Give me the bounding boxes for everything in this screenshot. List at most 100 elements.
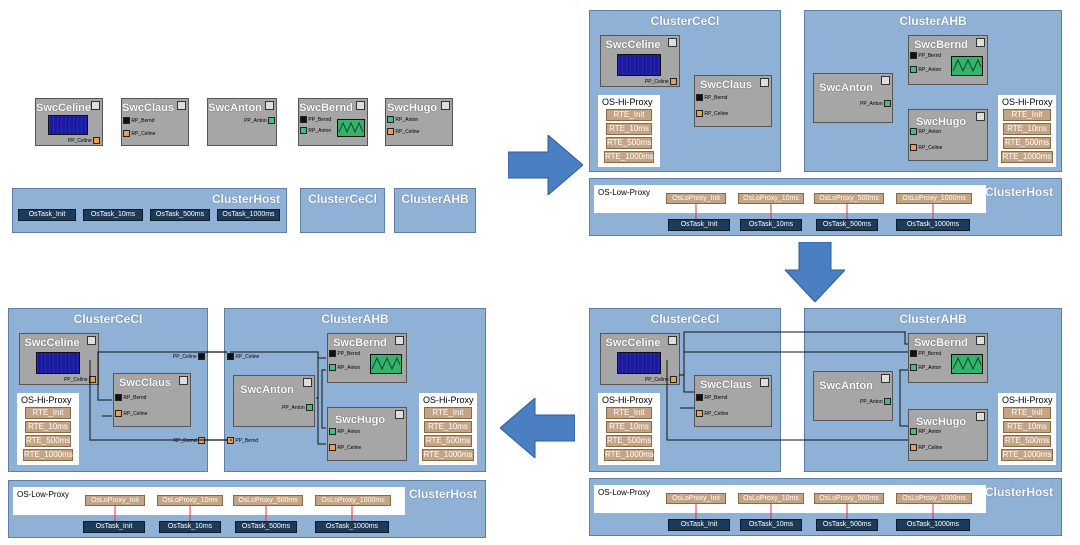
port-label: RP_Celine — [704, 410, 729, 417]
swc-bernd-title: SwcBernd — [914, 337, 968, 349]
swc-claus-title: SwcClaus — [700, 79, 752, 91]
rte-500ms: RTE_500ms — [25, 435, 71, 447]
swc-anton-box[interactable]: SwcAnton PP_Anton — [813, 73, 893, 123]
port-label: PP_Bernd — [337, 350, 361, 357]
swc-bernd-title: SwcBernd — [299, 102, 353, 114]
port-icon — [329, 444, 336, 451]
swc-hugo-box[interactable]: SwcHugo RP_Anton RP_Celine — [908, 409, 988, 461]
swc-celine-box[interactable]: SwcCeline PP_Celine — [600, 333, 680, 385]
cluster-cecl[interactable]: ClusterCeCl — [300, 188, 385, 233]
cluster-host[interactable]: ClusterHost OS-Low-Proxy OsLoProxy_Init … — [589, 478, 1062, 536]
display-screen-icon — [48, 115, 88, 135]
cluster-ahb[interactable]: ClusterAHB SwcAnton PP_Anton SwcBernd PP… — [804, 10, 1062, 172]
swc-bernd-box[interactable]: SwcBernd PP_Bernd RP_Anton — [908, 35, 988, 85]
port-pp-celine: PP_Celine — [645, 376, 677, 383]
port-label: PP_Bernd — [918, 52, 942, 59]
low-proxy-connectors — [114, 505, 353, 521]
swc-corner-icon — [881, 76, 890, 85]
cluster-ahb[interactable]: ClusterAHB — [394, 188, 476, 233]
swc-corner-icon — [265, 101, 274, 110]
swc-celine-box[interactable]: SwcCeline PP_Celine — [19, 333, 99, 385]
task-1000ms: OsTask_1000ms — [315, 521, 389, 533]
port-icon — [115, 394, 122, 401]
cluster-host[interactable]: ClusterHost OS-Low-Proxy OsLoProxy_Init … — [8, 480, 486, 538]
rte-1000ms: RTE_1000ms — [1001, 151, 1053, 163]
swc-anton-box[interactable]: SwcAnton PP_Anton — [233, 375, 315, 427]
cluster-cecl-title: ClusterCeCl — [73, 312, 143, 326]
swc-anton-box[interactable]: SwcAnton PP_Anton — [207, 98, 277, 146]
swc-corner-icon — [976, 336, 985, 345]
port-rp-celine: RP_Celine — [387, 128, 419, 135]
swc-corner-icon — [303, 378, 312, 387]
port-label: RP_Anton — [918, 428, 942, 435]
rte-1000ms: RTE_1000ms — [1001, 449, 1053, 461]
port-pp-bernd: PP_Bernd — [300, 116, 331, 123]
swc-claus-box[interactable]: SwcClaus RP_Bernd RP_Celine — [121, 98, 189, 146]
port-label: RP_Celine — [123, 410, 148, 417]
swc-hugo-box[interactable]: SwcHugo RP_Anton RP_Celine — [327, 407, 407, 461]
swc-corner-icon — [441, 101, 450, 110]
rte-init: RTE_Init — [424, 407, 472, 419]
port-label: PP_Bernd — [308, 116, 332, 123]
swc-claus-box[interactable]: SwcClaus RP_Bernd RP_Celine — [113, 373, 191, 427]
port-label: PP_Anton — [860, 100, 883, 107]
port-rp-celine: RP_Celine — [910, 444, 942, 451]
cluster-cecl[interactable]: ClusterCeCl SwcCeline PP_Celine SwcClaus… — [589, 308, 781, 472]
swc-celine-box[interactable]: SwcCeline PP_Celine — [35, 98, 103, 146]
display-screen-icon — [36, 352, 80, 374]
low-proxy-connectors — [695, 203, 934, 219]
hi-proxy-title: OS-Hi-Proxy — [602, 97, 653, 107]
port-label: RP_Anton — [918, 364, 942, 371]
loproxy-500ms: OsLoProxy_500ms — [814, 193, 884, 204]
swc-celine-box[interactable]: SwcCeline PP_Celine — [600, 35, 680, 87]
swc-hugo-title: SwcHugo — [915, 116, 967, 128]
port-label: RP_Celine — [918, 444, 943, 451]
swc-claus-box[interactable]: SwcClaus RP_Bernd RP_Celine — [694, 75, 772, 127]
swc-corner-icon — [668, 336, 677, 345]
swc-corner-icon — [91, 101, 100, 110]
arrow-down-icon — [785, 242, 845, 302]
cluster-host[interactable]: ClusterHost OsTask_Init OsTask_10ms OsTa… — [12, 188, 287, 233]
port-icon — [198, 437, 205, 444]
hi-proxy: OS-Hi-Proxy RTE_Init RTE_10ms RTE_500ms … — [598, 95, 660, 167]
cluster-cecl[interactable]: ClusterCeCl SwcCeline PP_Celine SwcClaus… — [8, 308, 208, 472]
swc-bernd-box[interactable]: SwcBernd PP_Bernd RP_Anton — [327, 333, 407, 383]
swc-celine-title: SwcCeline — [605, 337, 661, 349]
cluster-ahb[interactable]: ClusterAHB SwcAnton PP_Anton SwcBernd PP… — [224, 308, 486, 472]
display-screen-icon — [617, 54, 661, 76]
hi-proxy: OS-Hi-Proxy RTE_Init RTE_10ms RTE_500ms … — [598, 393, 660, 465]
swc-hugo-box[interactable]: SwcHugo RP_Anton RP_Celine — [908, 109, 988, 161]
cluster-cecl-title: ClusterCeCl — [308, 192, 377, 206]
rte-10ms: RTE_10ms — [424, 421, 472, 433]
swc-claus-box[interactable]: SwcClaus RP_Bernd RP_Celine — [694, 375, 772, 427]
swc-bernd-box[interactable]: SwcBernd PP_Bernd RP_Anton — [298, 98, 368, 146]
swc-corner-icon — [177, 101, 186, 110]
port-label: RP_Bernd — [704, 94, 728, 101]
waveform-icon — [951, 354, 983, 374]
cluster-host-title: ClusterHost — [984, 185, 1053, 199]
hi-proxy: OS-Hi-Proxy RTE_Init RTE_10ms RTE_500ms … — [998, 393, 1056, 465]
waveform-icon — [370, 354, 402, 374]
cluster-host[interactable]: ClusterHost OS-Low-Proxy OsLoProxy_Init … — [589, 178, 1062, 236]
cluster-cecl[interactable]: ClusterCeCl SwcCeline PP_Celine SwcClaus… — [589, 10, 781, 172]
port-icon — [300, 127, 307, 134]
rte-1000ms: RTE_1000ms — [604, 151, 654, 163]
port-label: RP_Anton — [337, 364, 361, 371]
swc-hugo-title: SwcHugo — [386, 102, 438, 114]
hi-proxy: OS-Hi-Proxy RTE_Init RTE_10ms RTE_500ms … — [419, 393, 477, 465]
swc-bernd-box[interactable]: SwcBernd PP_Bernd RP_Anton — [908, 333, 988, 383]
rte-500ms: RTE_500ms — [424, 435, 472, 447]
cluster-ahb[interactable]: ClusterAHB SwcAnton PP_Anton SwcBernd PP… — [804, 308, 1062, 472]
cluster-host-title: ClusterHost — [211, 192, 280, 206]
port-label: PP_Anton — [860, 398, 883, 405]
port-rp-anton: RP_Anton — [910, 428, 941, 435]
port-icon — [884, 398, 891, 405]
port-rp-celine: RP_Celine — [696, 110, 728, 117]
rte-10ms: RTE_10ms — [1003, 421, 1051, 433]
port-rp-celine: RP_Celine — [696, 410, 728, 417]
swc-hugo-box[interactable]: SwcHugo RP_Anton RP_Celine — [385, 98, 453, 146]
rte-1000ms: RTE_1000ms — [422, 449, 474, 461]
swc-claus-title: SwcClaus — [700, 379, 752, 391]
rte-init: RTE_Init — [606, 109, 652, 121]
swc-anton-box[interactable]: SwcAnton PP_Anton — [813, 371, 893, 421]
